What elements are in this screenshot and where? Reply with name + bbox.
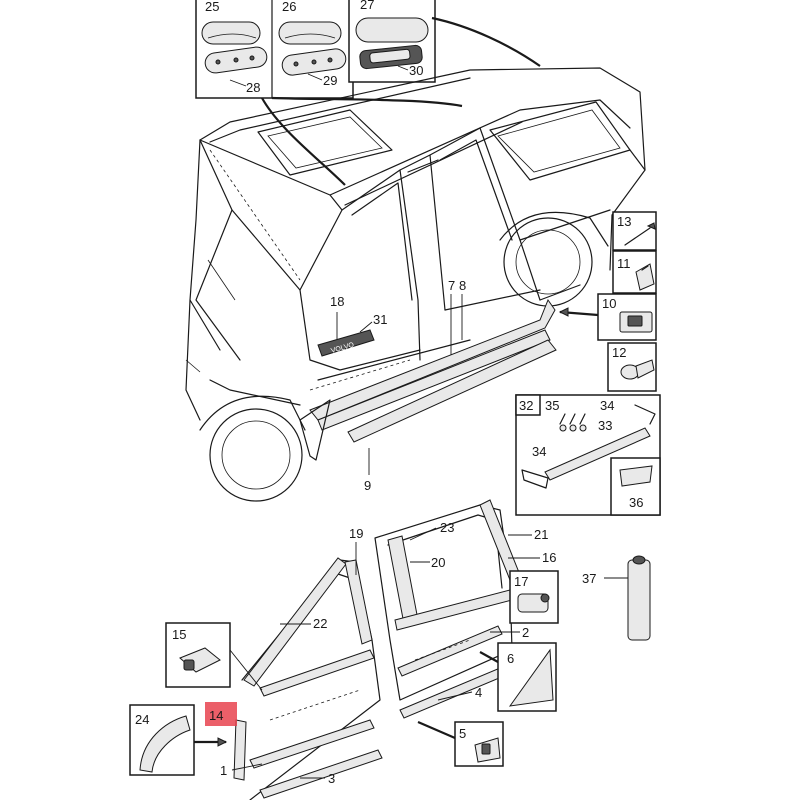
callout-5: 5 [459, 726, 466, 741]
callout-10: 10 [602, 296, 616, 311]
callout-16: 16 [542, 550, 556, 565]
detail-box-13 [612, 211, 657, 251]
rear-door: 17 [374, 499, 559, 719]
clip-5 [474, 737, 501, 763]
front-door [233, 557, 383, 800]
callout-box-32 [515, 394, 541, 416]
plug-12 [620, 359, 655, 380]
callout-30: 30 [409, 63, 423, 78]
callout-9: 9 [364, 478, 371, 493]
callout-15: 15 [172, 627, 186, 642]
callout-20: 20 [431, 555, 445, 570]
callout-2: 2 [522, 625, 529, 640]
pointer-arrow [479, 651, 499, 663]
callout-21: 21 [534, 527, 548, 542]
highlight-marker-14 [205, 702, 237, 726]
car-body-illustration [185, 67, 646, 502]
bracket-34 [634, 404, 656, 425]
front-door-frame-moulding-19 [344, 559, 373, 645]
tread-strip-33 [544, 427, 651, 481]
callout-34-top: 34 [600, 398, 614, 413]
callout-1: 1 [220, 763, 227, 778]
callout-28: 28 [246, 80, 260, 95]
callout-7: 7 [448, 278, 455, 293]
pointer-arrow [431, 16, 541, 67]
front-door-moulding-3 [259, 749, 383, 799]
fastener-column: 13 11 10 12 [558, 211, 657, 392]
callout-4: 4 [475, 685, 482, 700]
callout-27: 27 [360, 0, 374, 12]
callout-14: 14 [209, 708, 223, 723]
rear-door-moulding-2 [397, 625, 503, 677]
callout-26: 26 [282, 0, 296, 14]
clip-10 [619, 311, 653, 333]
roof-rail-clip-30 [359, 44, 423, 70]
bracket-34-left [521, 469, 549, 489]
callout-17: 17 [514, 574, 528, 589]
detail-group-top: 25 26 27 28 29 30 [195, 0, 541, 186]
callout-13: 13 [617, 214, 631, 229]
pointer-arrow [261, 97, 346, 186]
callout-22: 22 [313, 616, 327, 631]
callout-19: 19 [349, 526, 363, 541]
sill-moulding-8 [317, 329, 551, 431]
callout-18: 18 [330, 294, 344, 309]
detail-group-32: 32 35 34 33 34 36 [515, 394, 661, 516]
callout-33: 33 [598, 418, 612, 433]
roof-rail-cover-25 [201, 21, 261, 45]
callout-6: 6 [507, 651, 514, 666]
roof-rail-gasket-29 [281, 48, 347, 76]
wheel-arch-trim-24 [139, 715, 191, 773]
rivet-13 [624, 227, 651, 246]
roof-rail-gasket-28 [204, 46, 268, 74]
callout-32: 32 [519, 398, 533, 413]
detail-box-roof-plates [195, 0, 354, 99]
clip-15 [179, 647, 221, 673]
callout-24: 24 [135, 712, 149, 727]
callout-37: 37 [582, 571, 596, 586]
callout-3: 3 [328, 771, 335, 786]
callout-8: 8 [459, 278, 466, 293]
callout-34-left: 34 [532, 444, 546, 459]
sill-parts: VOLVO 18 31 7 8 9 [299, 278, 557, 493]
front-door-belt-moulding [259, 649, 375, 697]
callout-35: 35 [545, 398, 559, 413]
front-door-moulding-1 [249, 719, 375, 769]
clip-11 [635, 263, 655, 291]
rear-door-frame-moulding-20 [387, 535, 419, 625]
screw-set-35 [559, 413, 587, 432]
badge-plate-36 [619, 465, 653, 487]
roof-rail-cover-27 [355, 17, 429, 43]
pointer-arrow [417, 720, 456, 740]
callout-25: 25 [205, 0, 219, 14]
front-door-end-14 [233, 719, 247, 781]
sill-strip-9 [347, 339, 557, 443]
sealant-tube-37: 37 [582, 555, 651, 641]
callout-11: 11 [617, 256, 631, 271]
scuff-plate-18: VOLVO [317, 329, 375, 357]
callout-36: 36 [629, 495, 643, 510]
trim-film-6 [508, 648, 554, 707]
callout-29: 29 [323, 73, 337, 88]
doors-illustration: 17 15 5 [129, 499, 559, 800]
clip-17 [517, 593, 550, 613]
callout-31: 31 [373, 312, 387, 327]
callout-23: 23 [440, 520, 454, 535]
roof-rail-cover-26 [278, 21, 342, 45]
pointer-arrow [271, 96, 463, 108]
sill-end-cap [299, 399, 331, 461]
front-wheel [209, 408, 303, 502]
callout-12: 12 [612, 345, 626, 360]
